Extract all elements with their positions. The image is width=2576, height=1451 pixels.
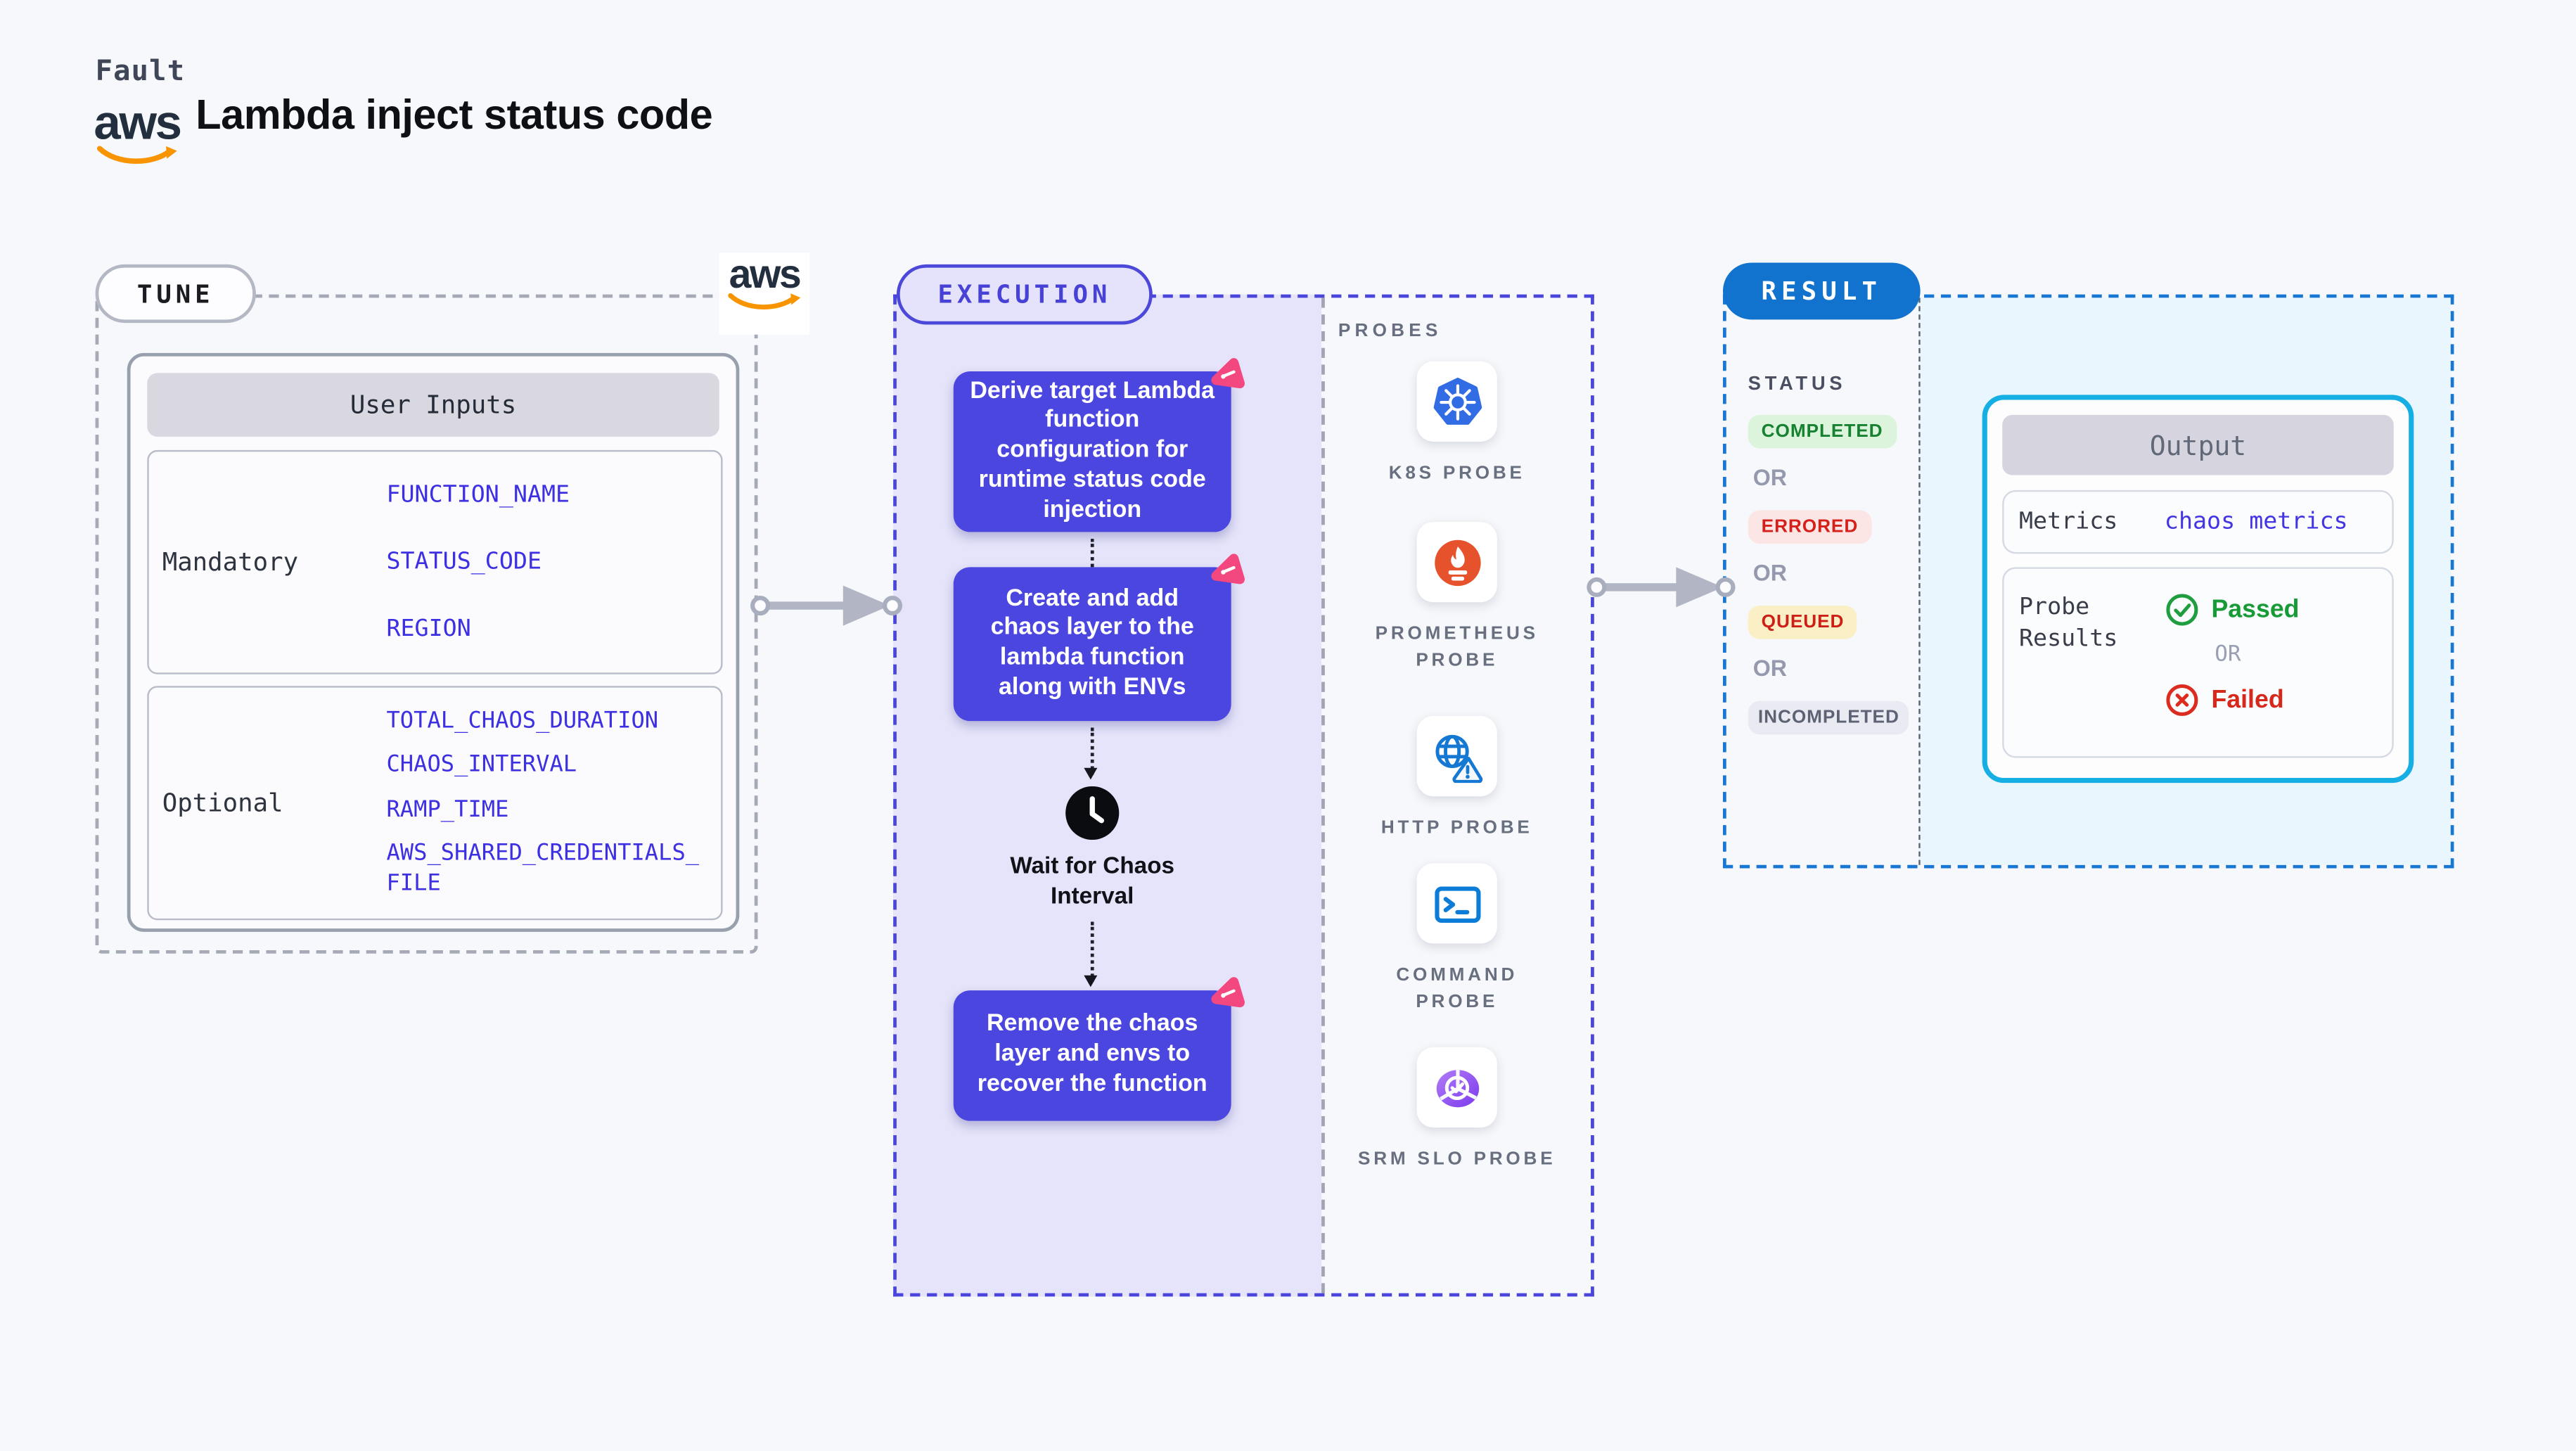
status-badge-incompleted: INCOMPLETED [1748,701,1910,735]
param-function-name: FUNCTION_NAME [386,481,570,509]
litmus-chaos-icon [1211,358,1245,389]
slo-pie-check-icon [1435,1068,1478,1107]
aws-logo-text: aws [94,96,182,151]
tune-section [95,294,758,954]
result-badge: RESULT [1722,262,1921,320]
probe-label-k8s: K8S PROBE [1388,463,1525,484]
flow-connector [1084,921,1098,987]
aws-logo-small: aws [719,253,810,335]
output-header: Output [2002,414,2394,475]
passed-label: Passed [2211,595,2300,625]
mandatory-row: Mandatory FUNCTION_NAME STATUS_CODE REGI… [147,449,723,675]
check-circle-icon [2166,594,2198,626]
param-chaos-interval: CHAOS_INTERVAL [386,751,577,779]
or-separator: OR [1752,656,1787,682]
step-derive-config-label: Derive target Lambda function configurat… [970,377,1215,523]
flow-connector [1084,727,1098,780]
probe-card-prometheus [1416,522,1497,603]
step-add-chaos-layer-label: Create and add chaos layer to the lambda… [990,584,1194,701]
mandatory-label: Mandatory [162,546,299,577]
execution-border [893,294,1594,1297]
step-derive-config: Derive target Lambda function configurat… [953,358,1245,532]
step-add-chaos-layer: Create and add chaos layer to the lambda… [953,554,1245,722]
probe-label-srm-slo: SRM SLO PROBE [1358,1149,1556,1170]
step-remove-chaos-layer-label: Remove the chaos layer and envs to recov… [977,1011,1207,1098]
status-badge-queued: QUEUED [1748,606,1858,639]
failed-label: Failed [2211,686,2284,715]
user-inputs-card: User Inputs Mandatory FUNCTION_NAME STAT… [127,352,740,932]
terminal-icon [1434,886,1480,922]
tune-to-execution-arrow [750,585,903,626]
aws-smile-icon [728,293,801,309]
result-section: STATUS COMPLETED OR ERRORED OR QUEUED OR… [1722,294,2454,869]
clock-icon [1064,785,1121,842]
or-separator: OR [2215,642,2241,668]
probe-results-row: Probe Results Passed OR [2002,567,2394,758]
param-aws-shared-credentials-file: AWS_SHARED_CREDENTIALS_FILE [386,840,700,897]
probe-label-http: HTTP PROBE [1380,818,1533,838]
status-badge-completed: COMPLETED [1748,414,1897,449]
probes-heading: PROBES [1338,321,1442,342]
metrics-label: Metrics [2018,509,2118,536]
step-remove-chaos-layer: Remove the chaos layer and envs to recov… [953,977,1245,1121]
probe-card-k8s [1416,361,1497,442]
probe-label-prometheus: PROMETHEUS PROBE [1375,624,1539,671]
metrics-value: chaos metrics [2164,509,2348,536]
litmus-chaos-icon [1211,977,1245,1008]
http-globe-warning-icon [1435,734,1482,782]
probe-label-command: COMMAND PROBE [1396,965,1518,1012]
probe-card-command [1416,863,1497,944]
probe-card-http [1416,716,1497,797]
x-circle-icon [2166,684,2198,716]
optional-row: Optional TOTAL_CHAOS_DURATION CHAOS_INTE… [147,686,723,921]
probe-card-srm-slo [1416,1047,1497,1128]
output-card: Output Metrics chaos metrics Probe Resul… [1982,395,2414,784]
metrics-row: Metrics chaos metrics [2002,490,2394,554]
litmus-chaos-icon [1211,554,1245,584]
aws-logo: aws [92,96,182,167]
execution-probes-divider [1321,298,1325,1293]
status-heading: STATUS [1748,374,1847,395]
prometheus-icon [1434,539,1480,585]
param-status-code: STATUS_CODE [386,548,542,576]
param-total-chaos-duration: TOTAL_CHAOS_DURATION [386,707,659,734]
optional-label: Optional [162,788,283,819]
page-title: Lambda inject status code [196,91,713,139]
or-separator: OR [1752,560,1787,586]
aws-logo-text: aws [729,253,802,298]
execution-to-result-arrow [1587,567,1736,608]
result-output-panel: Output Metrics chaos metrics Probe Resul… [1918,298,2451,865]
execution-badge: EXECUTION [896,264,1153,325]
wait-for-chaos-interval-label: Wait for Chaos Interval [1010,851,1175,908]
param-region: REGION [386,615,471,643]
param-ramp-time: RAMP_TIME [386,795,509,823]
tune-badge: TUNE [95,264,256,324]
or-separator: OR [1752,465,1787,490]
status-badge-errored: ERRORED [1748,510,1872,544]
probe-results-label: Probe Results [2018,594,2118,653]
user-inputs-header: User Inputs [147,373,719,437]
execution-section: Derive target Lambda function configurat… [893,294,1594,1297]
fault-eyebrow: Fault [95,55,186,89]
kubernetes-icon [1433,376,1482,424]
status-column: STATUS COMPLETED OR ERRORED OR QUEUED OR… [1726,298,1919,864]
aws-smile-icon [96,146,177,164]
